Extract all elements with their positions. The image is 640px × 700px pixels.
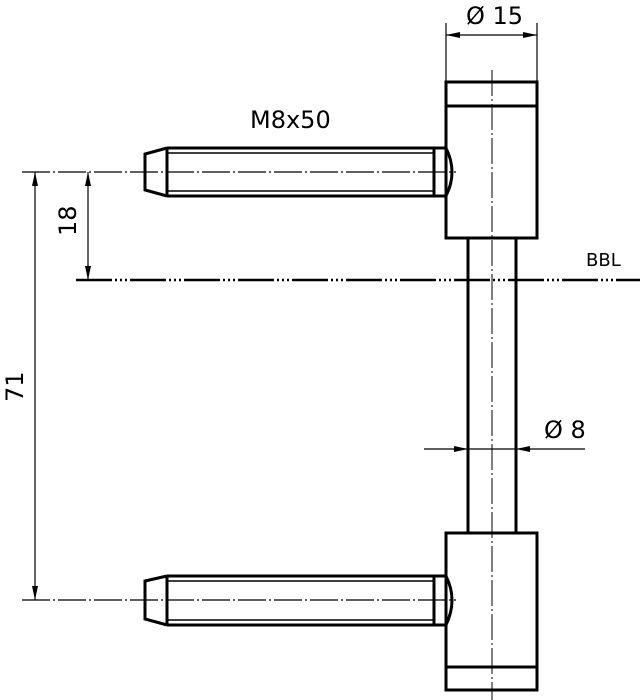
dimension-18-label: 18 bbox=[54, 205, 82, 236]
top-knuckle bbox=[444, 80, 539, 240]
dimension-71-label: 71 bbox=[1, 371, 29, 402]
bottom-knuckle bbox=[444, 531, 539, 692]
upper-threaded-pin bbox=[143, 146, 454, 198]
thread-size-label: M8x50 bbox=[250, 106, 331, 134]
lower-threaded-pin bbox=[143, 574, 454, 627]
diameter-15-label: Ø 15 bbox=[466, 2, 523, 30]
diameter-8-label: Ø 8 bbox=[544, 416, 586, 444]
shaft bbox=[466, 238, 518, 533]
bbl-label: BBL bbox=[586, 250, 621, 271]
diameter-15-dimension bbox=[445, 23, 538, 82]
